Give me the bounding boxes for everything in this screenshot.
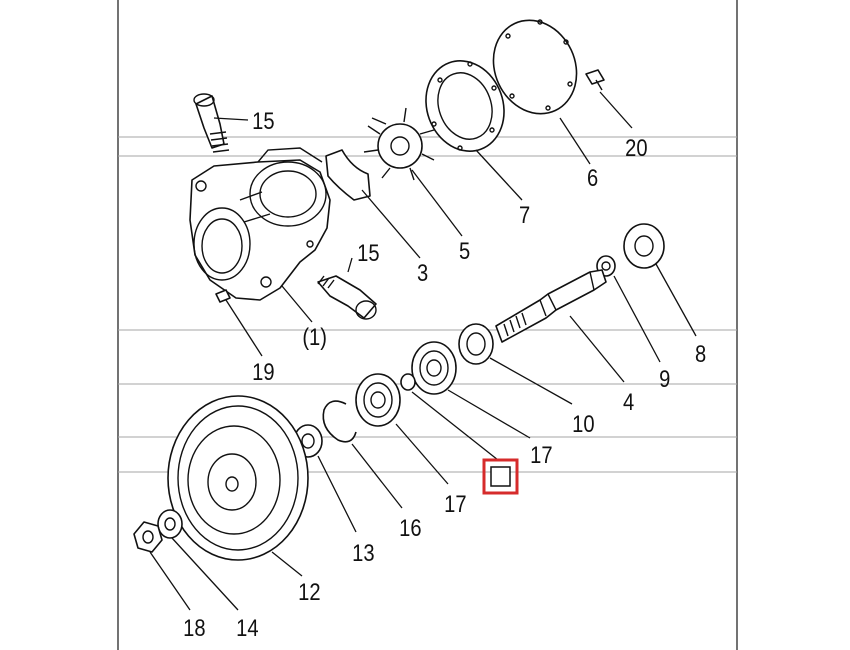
- callout-8: 8: [695, 340, 706, 367]
- pulley: [167, 395, 309, 561]
- cover-plate: [492, 19, 578, 115]
- washer: [157, 509, 183, 539]
- highlighted-callout-11[interactable]: [482, 458, 519, 495]
- callout-18: 18: [183, 614, 205, 641]
- callout-1: (1): [302, 323, 327, 350]
- snap-ring: [400, 373, 416, 391]
- callout-15-side: 15: [357, 239, 379, 266]
- callout-12: 12: [298, 578, 320, 605]
- bearing: [355, 373, 401, 427]
- callout-5: 5: [459, 237, 470, 264]
- snap-ring-callout-mark: [490, 466, 511, 487]
- bearing: [411, 341, 457, 395]
- callout-19: 19: [252, 358, 274, 385]
- elbow-fitting-top: [193, 93, 230, 153]
- impeller: [363, 107, 435, 181]
- pump-body: [189, 147, 331, 301]
- nut: [133, 521, 163, 553]
- callout-7: 7: [519, 201, 530, 228]
- cam-plate: [325, 149, 371, 201]
- cover-screw: [585, 69, 605, 91]
- callout-15-top: 15: [252, 107, 274, 134]
- shaft: [495, 269, 607, 343]
- gasket: [425, 60, 505, 152]
- callout-16: 16: [399, 514, 421, 541]
- highlight-box: [482, 458, 519, 495]
- callout-10: 10: [572, 410, 594, 437]
- callout-9: 9: [659, 365, 670, 392]
- callout-17-lower: 17: [444, 490, 466, 517]
- seal-ring: [458, 323, 494, 365]
- drain-plug: [215, 289, 231, 303]
- leader-lines: [149, 91, 697, 611]
- elbow-fitting-side: [317, 275, 377, 320]
- callout-20: 20: [625, 134, 647, 161]
- callout-3: 3: [417, 259, 428, 286]
- callouts: 15 15 (1) 19 3 5 7 6 20 8 9 4 10 17 17 1…: [183, 107, 706, 641]
- callout-4: 4: [623, 388, 634, 415]
- callout-6: 6: [587, 164, 598, 191]
- callout-13: 13: [352, 539, 374, 566]
- callout-14: 14: [236, 614, 258, 641]
- circlip: [322, 400, 357, 443]
- callout-17-upper: 17: [530, 441, 552, 468]
- oil-seal: [623, 223, 665, 269]
